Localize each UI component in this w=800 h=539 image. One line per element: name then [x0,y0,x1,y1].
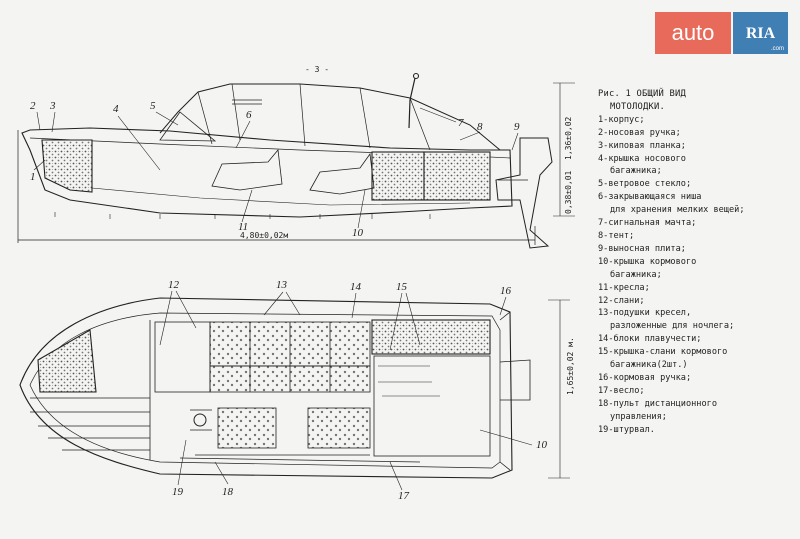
label-15: 15 [396,281,408,293]
legend-item: 8-тент; [598,230,635,241]
legend-item: 19-штурвал. [598,424,655,435]
legend-item: 5-ветровое стекло; [598,179,692,190]
legend-item: 11-кресла; [598,282,650,293]
height-dimension: 1,36±0,02 [564,116,573,160]
label-17: 17 [398,490,410,502]
legend-item: 18-пульт дистанционного [598,398,717,409]
legend-item: 10-крышка кормового [598,256,697,267]
label-2: 2 [30,100,36,112]
label-11-side: 11 [238,221,248,233]
label-10-top: 10 [536,439,548,451]
legend-item-cont: управления; [610,411,667,422]
label-3: 3 [49,100,56,112]
legend-item-cont: багажника; [610,166,662,177]
top-view-labels: 12 13 14 15 16 19 18 17 10 [168,279,548,502]
legend: Рис. 1 ОБЩИЙ ВИД МОТОЛОДКИ. 1-корпус; 2-… [598,88,798,436]
side-leaders [33,107,519,229]
label-13: 13 [276,279,288,291]
label-18: 18 [222,486,234,498]
label-19: 19 [172,486,184,498]
legend-item: 1-корпус; [598,114,645,125]
watermark-brand-2: RIA [733,12,788,54]
legend-item-cont: для хранения мелких вещей; [610,205,745,216]
legend-item: 6-закрывающаяся ниша [598,192,702,203]
legend-item: 15-крышка-слани кормового [598,347,728,358]
label-16: 16 [500,285,512,297]
legend-item: 12-слани; [598,295,645,306]
legend-item: 3-киповая планка; [598,140,686,151]
legend-item: 4-крышка носового [598,153,686,164]
label-5: 5 [150,100,156,112]
side-view-labels: 2 3 1 4 5 6 7 8 9 11 10 [30,100,520,239]
legend-item-cont: багажника(2шт.) [610,360,688,371]
legend-item: 13-подушки кресел, [598,308,692,319]
top-leaders [159,290,533,491]
label-8: 8 [477,121,483,133]
caption-title-line-1: Рис. 1 ОБЩИЙ ВИД [598,89,686,99]
legend-item: 7-сигнальная мачта; [598,218,697,229]
label-7: 7 [458,117,464,129]
watermark-domain: .com [770,46,784,52]
label-14: 14 [350,281,362,293]
label-6: 6 [246,109,252,121]
label-12: 12 [168,279,180,291]
legend-item-cont: багажника; [610,269,662,280]
draft-dimension: 0,38±0,01 [564,170,573,214]
legend-item-cont: разложенные для ночлега; [610,321,735,332]
width-dimension: 1,65±0,02 м. [566,337,575,395]
legend-item: 17-весло; [598,385,645,396]
legend-item: 14-блоки плавучести; [598,334,702,345]
auto-ria-watermark: auto RIA .com [655,12,788,54]
legend-item: 16-кормовая ручка; [598,372,692,383]
length-dimension: 4,80±0,02м [240,231,288,240]
label-1: 1 [30,171,36,183]
label-10-side: 10 [352,227,364,239]
label-4: 4 [113,103,119,115]
side-view [17,72,575,249]
caption-title-line-2: МОТОЛОДКИ. [610,101,665,112]
top-view [19,297,570,479]
label-9: 9 [514,121,520,133]
sheet-number: - 3 - [305,65,329,74]
watermark-brand: auto [655,12,731,54]
legend-item: 2-носовая ручка; [598,127,681,138]
legend-item: 9-выносная плита; [598,243,686,254]
